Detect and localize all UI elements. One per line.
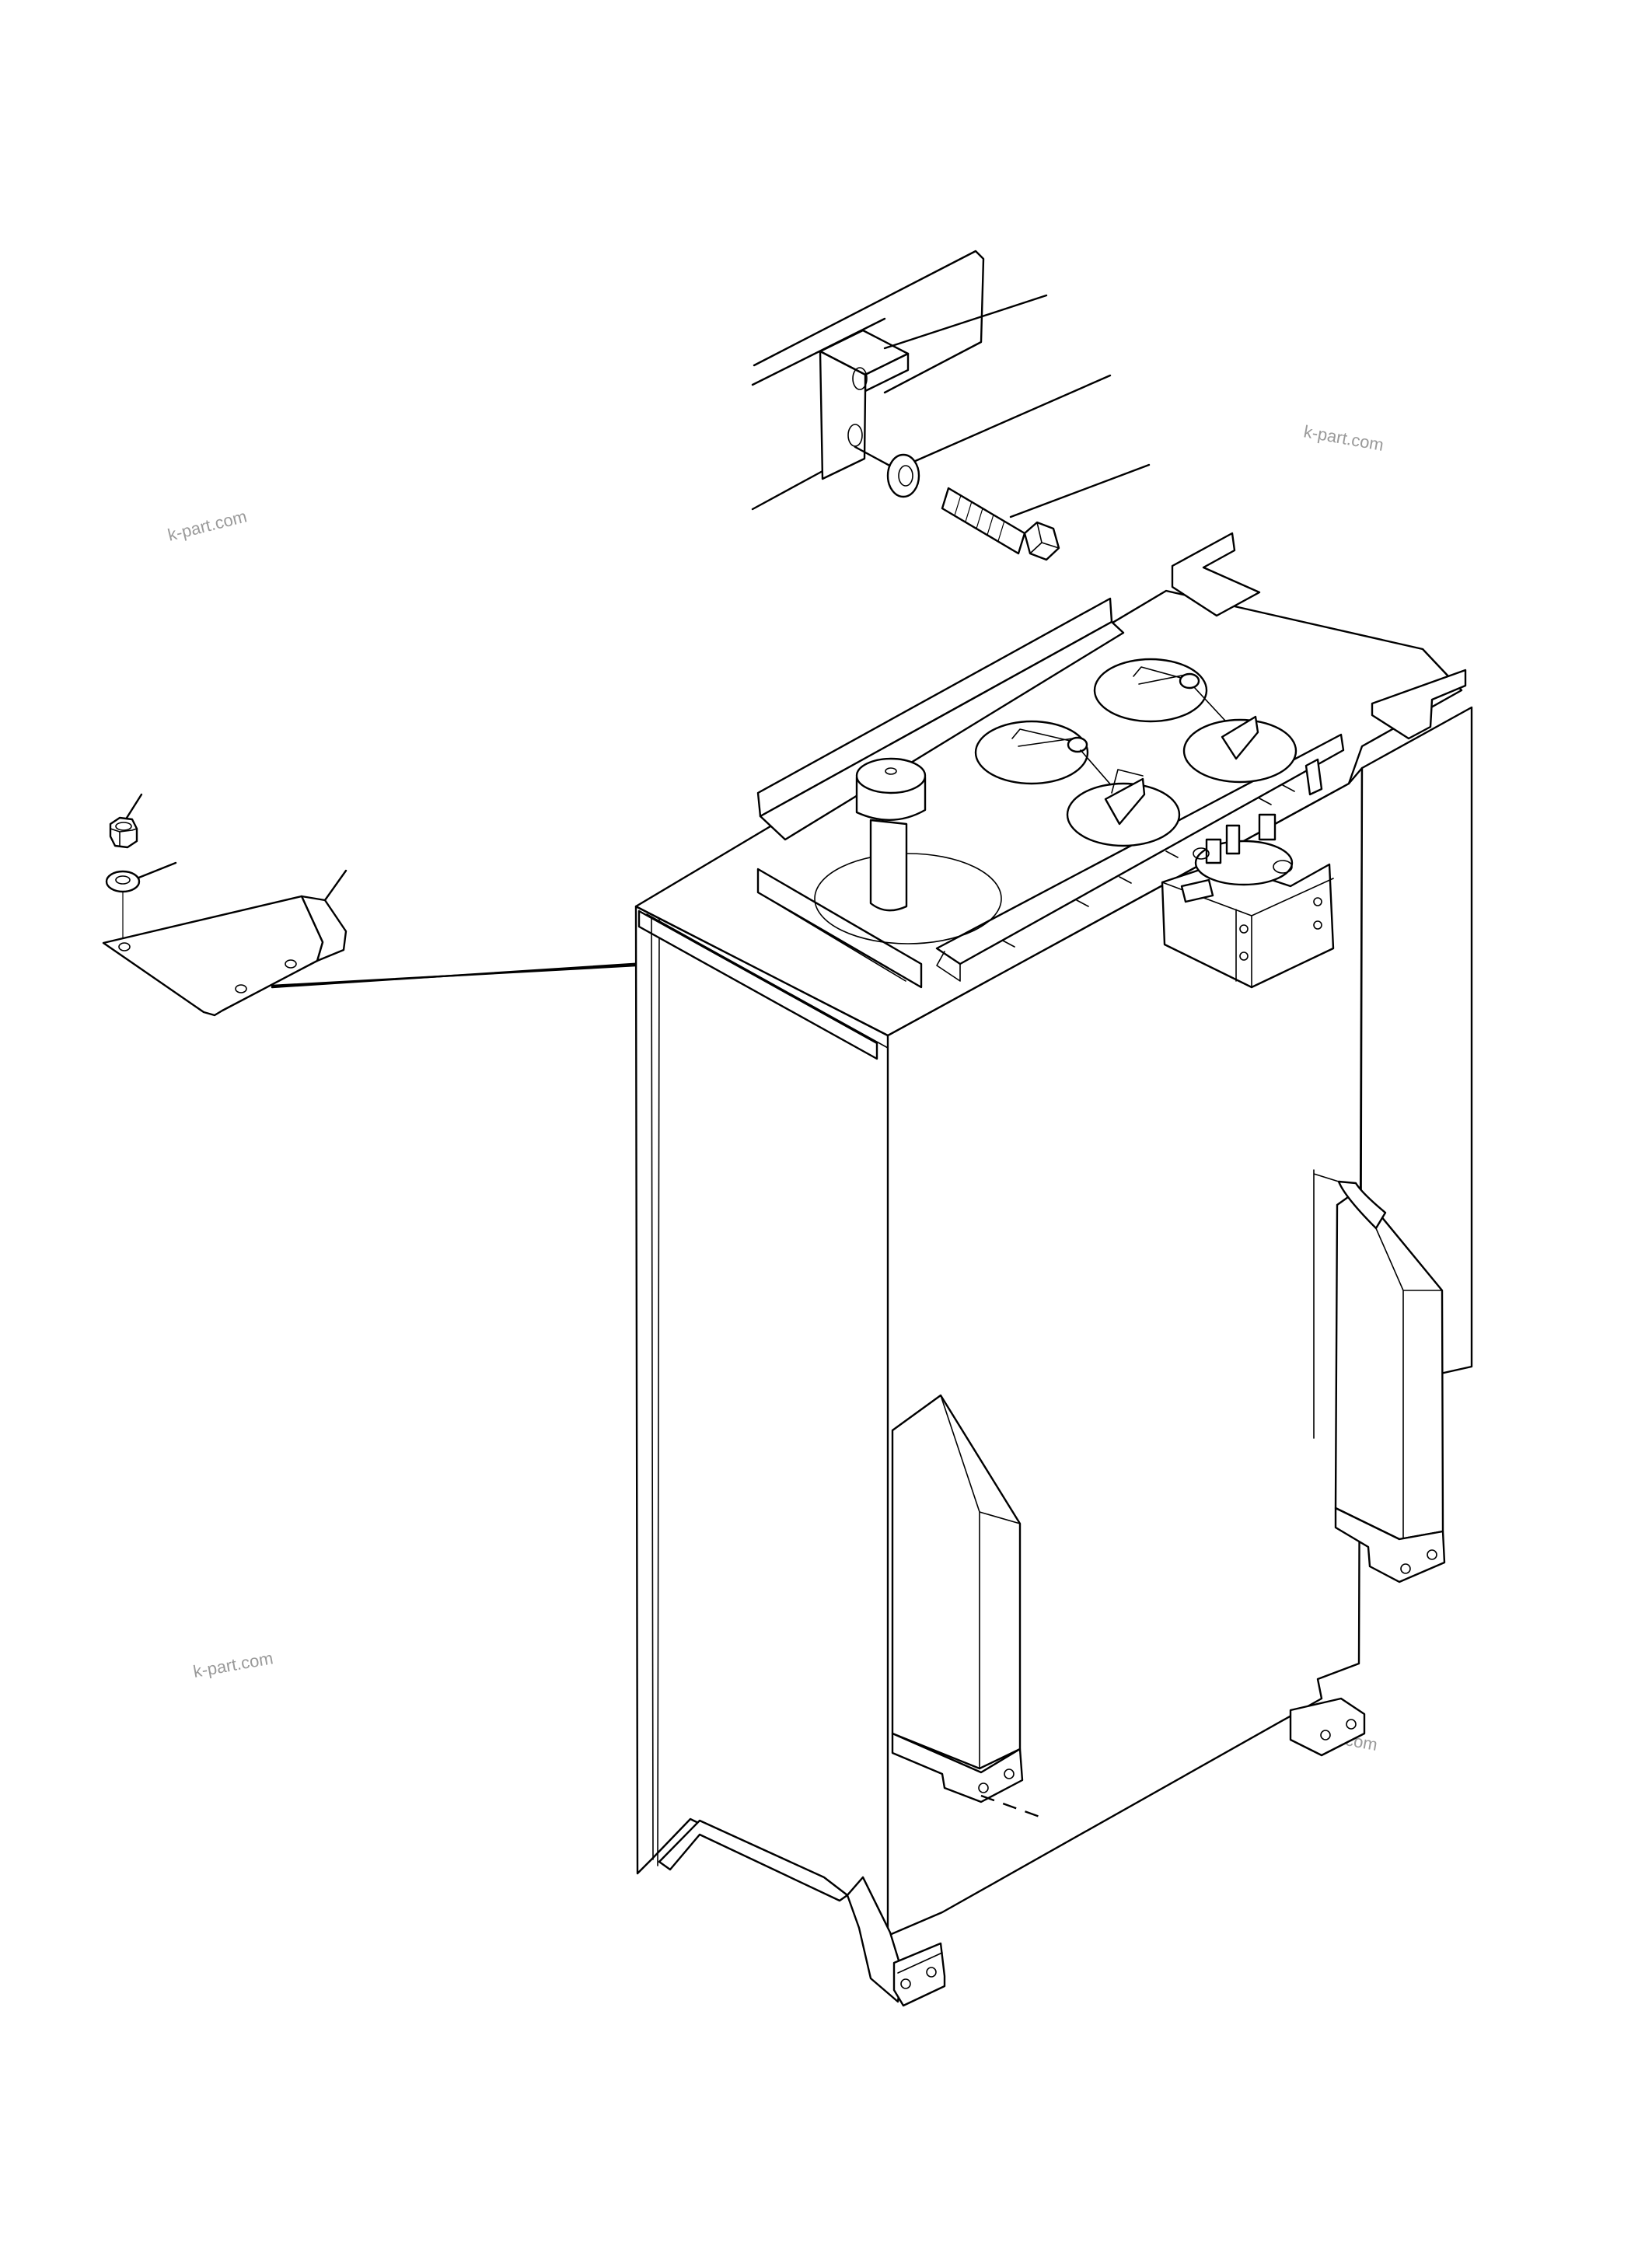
cover-rail [935, 733, 1345, 982]
rail-clip [1304, 758, 1323, 796]
front-channel [651, 918, 849, 1902]
filler-neck [814, 757, 1002, 944]
strainer-lid [1093, 658, 1235, 731]
strainer-lid [1066, 769, 1181, 847]
rear-foot [1289, 1697, 1366, 1757]
strainer-lid [1182, 715, 1298, 784]
angle-rail [756, 597, 1125, 841]
bolt-icon [941, 487, 1060, 561]
rear-angle [1171, 532, 1467, 740]
washer-icon [105, 861, 177, 941]
watermark-text: k-part.com [1302, 421, 1385, 455]
watermark-text: k-part.com [192, 1648, 275, 1681]
valve-block [1161, 813, 1335, 989]
side-bracket-left [891, 1394, 1043, 1819]
nut-icon [109, 793, 143, 849]
foot-bracket [892, 1942, 946, 2007]
side-bracket-right [1313, 1169, 1446, 1583]
washer-icon [886, 453, 920, 498]
watermark-text: k-part.com [166, 506, 249, 544]
bracket-detail [751, 250, 1151, 518]
front-angle [756, 868, 923, 989]
